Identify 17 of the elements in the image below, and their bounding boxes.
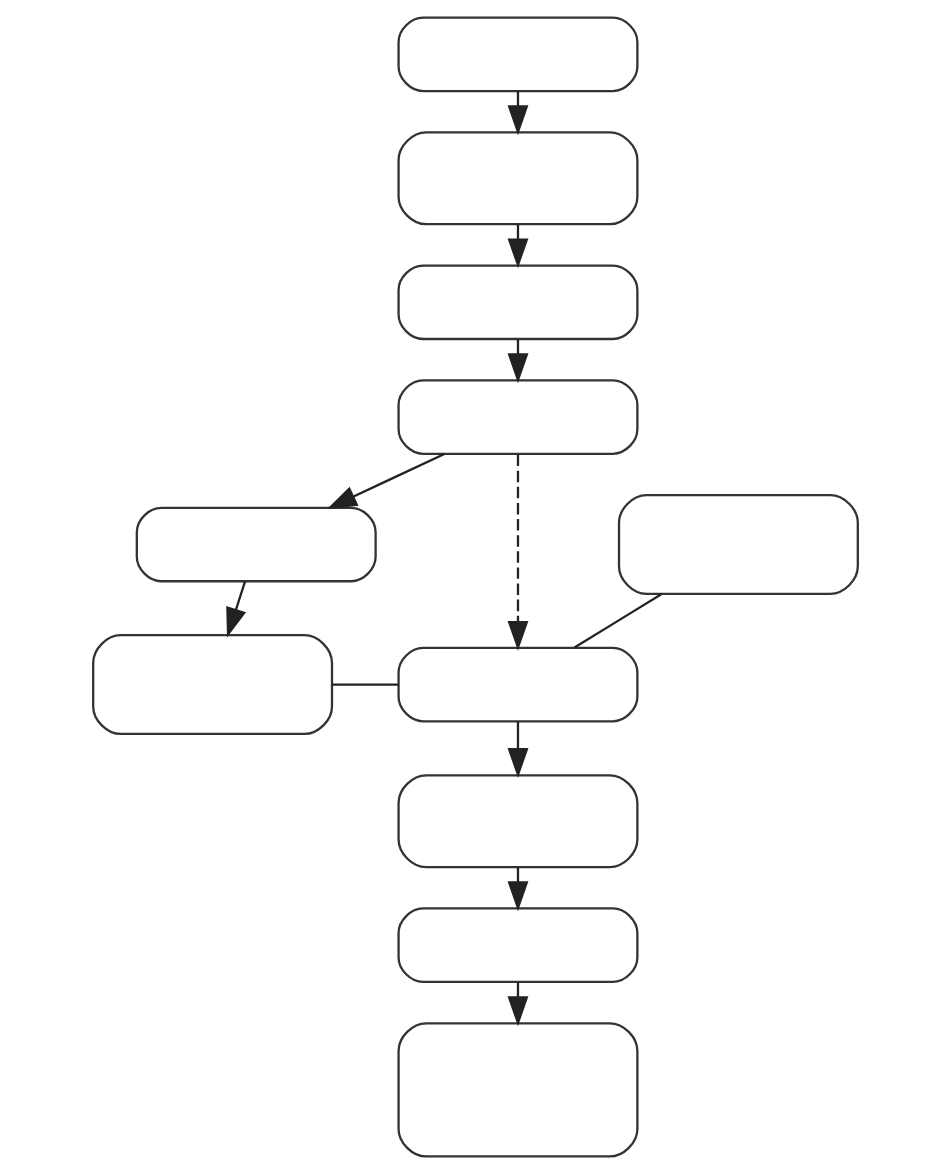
node-box [396,907,639,984]
node-box [396,1022,639,1158]
connector [573,593,662,649]
node-box [135,506,377,583]
arrow [225,581,246,638]
node-box [617,494,859,596]
node-box [396,379,639,455]
node-box [396,16,639,93]
arrow [326,452,445,509]
node-box [396,646,639,723]
node-box [396,131,639,226]
arrow [507,721,528,778]
node-box [396,264,639,341]
connector [331,683,398,686]
node-box [396,774,639,869]
arrow [507,454,528,651]
node-box [91,634,333,736]
